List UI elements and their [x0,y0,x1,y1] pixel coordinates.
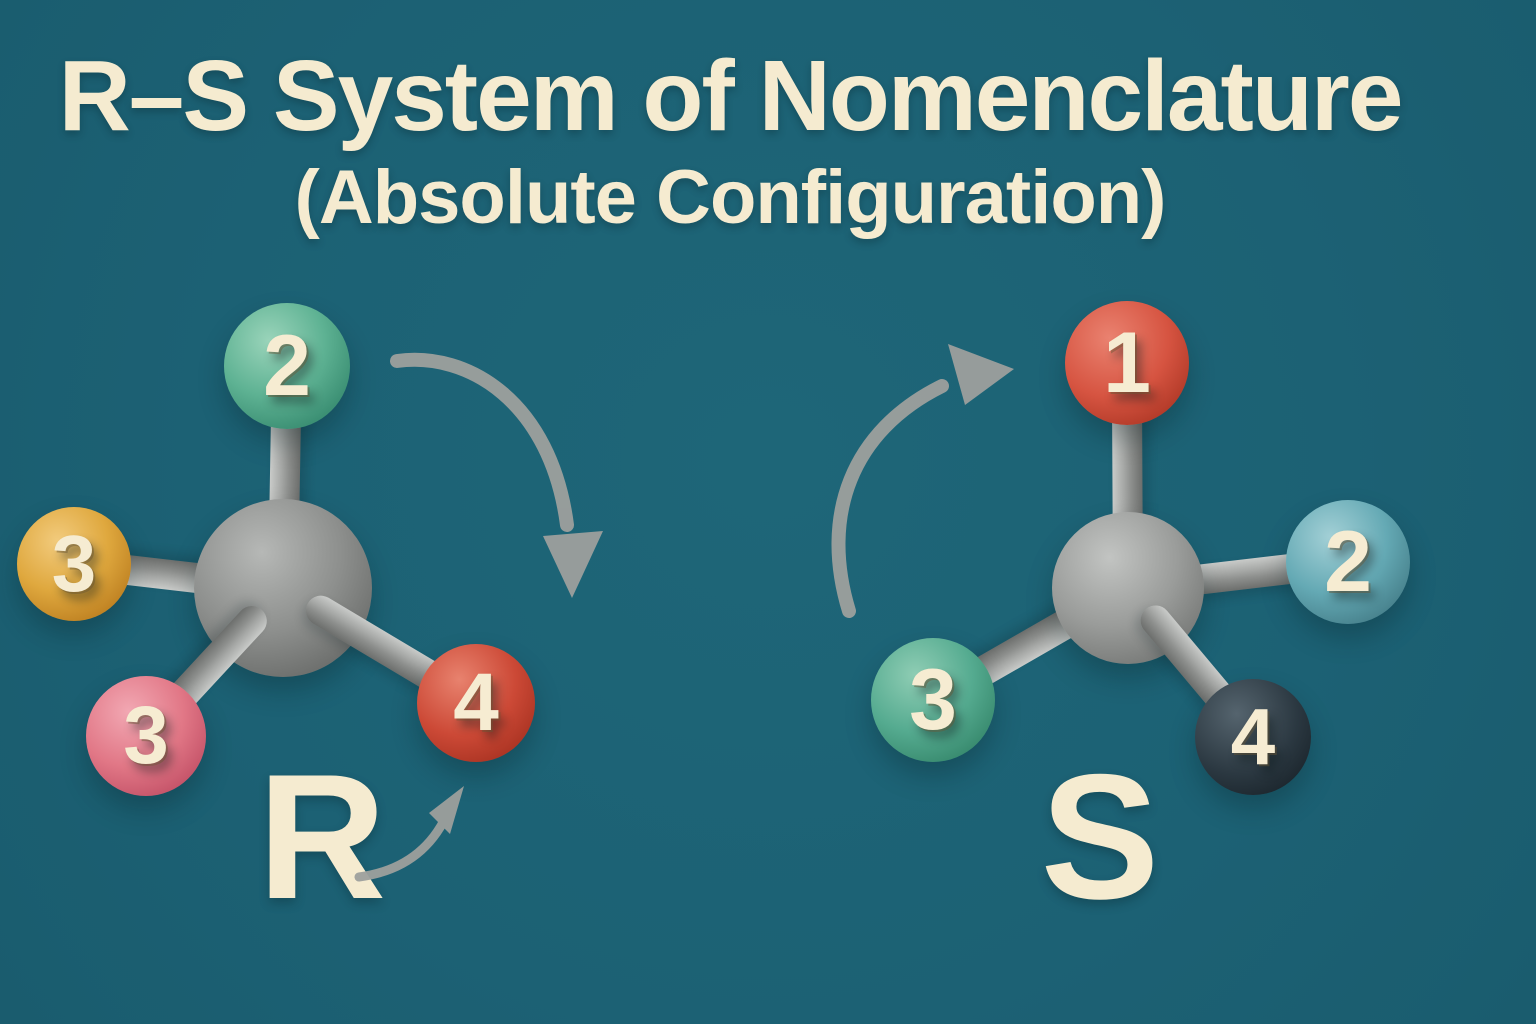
atom-ball-priority-1: 1 [1065,301,1189,425]
atom-ball-priority-2: 2 [1286,500,1410,624]
atom-number-label: 1 [1103,315,1151,411]
atom-number-label: 3 [51,519,97,608]
atom-number-label: 2 [1324,514,1372,610]
atom-number-label: 2 [263,318,311,414]
page-subtitle: (Absolute Configuration) [294,155,1167,240]
configuration-letter-R: R [257,737,387,936]
atom-number-label: 3 [909,652,957,748]
page-title: R–S System of Nomenclature [58,40,1404,152]
configuration-letter-S: S [1040,737,1160,936]
atom-ball-priority-3: 3 [871,638,995,762]
atom-number-label: 4 [453,657,499,748]
atom-number-label: 4 [1230,692,1276,781]
atom-number-label: 3 [123,690,169,781]
atom-ball-priority-3a: 3 [17,507,131,621]
atom-ball-priority-2: 2 [224,303,350,429]
atom-ball-priority-3b: 3 [86,676,206,796]
atom-ball-priority-4: 4 [417,644,535,762]
counterclockwise-rotation-arrow-icon [831,344,1014,618]
clockwise-rotation-arrow-icon [390,352,603,598]
atom-ball-priority-4: 4 [1195,679,1311,795]
